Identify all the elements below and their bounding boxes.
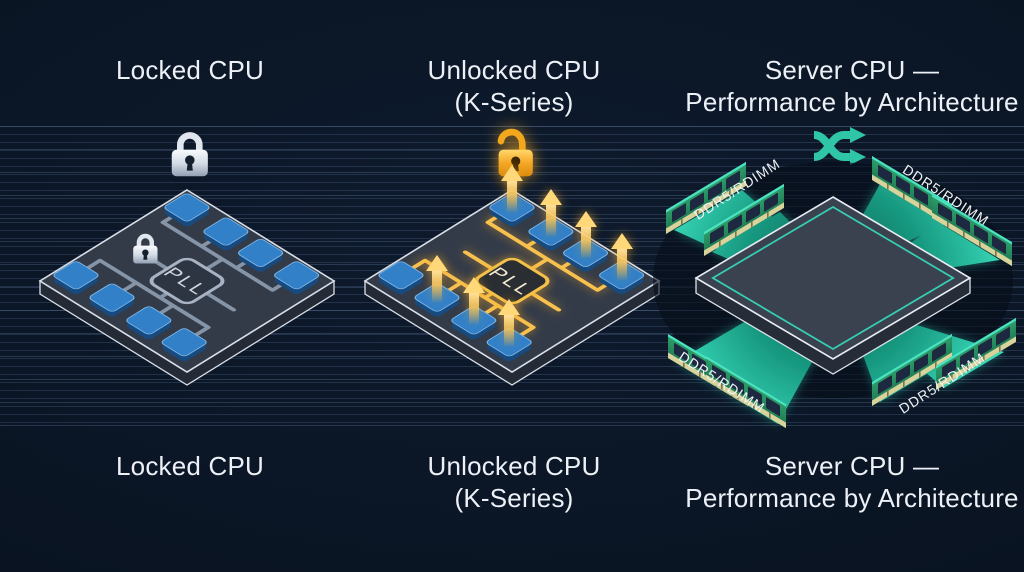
unlocked-cpu-chip: PLL — [363, 165, 661, 386]
unlocked-cpu-subtitle-top: (K-Series) — [454, 87, 574, 117]
boost-arrow — [498, 299, 520, 346]
cpu-core — [372, 259, 430, 297]
memory-flare — [712, 212, 852, 300]
boost-arrow — [463, 277, 485, 324]
cpu-core — [231, 237, 290, 274]
pll-label: PLL — [158, 265, 213, 299]
cpu-core — [83, 282, 141, 319]
locked-cpu-title-bottom: Locked CPU — [116, 451, 264, 481]
memory-flare — [822, 184, 946, 288]
server-cpu-title-top: Server CPU — — [764, 55, 940, 85]
glowing-circuit-traces — [410, 213, 613, 337]
memory-flare — [714, 286, 846, 424]
chip-top-face — [694, 196, 972, 360]
boost-arrow — [501, 165, 523, 212]
unlocked-cpu-title-top: Unlocked CPU — [427, 55, 601, 85]
cpu-core — [267, 259, 326, 297]
boost-arrow — [426, 255, 448, 302]
chip-slab — [364, 279, 660, 386]
cpu-core — [522, 216, 580, 253]
dimm-label-top-right: DDR5/RDIMM — [899, 161, 993, 229]
memory-flare — [676, 280, 840, 400]
chip-top-face — [363, 189, 661, 373]
shuffle-icon — [813, 127, 866, 165]
cpu-core — [483, 191, 541, 229]
dimm-label-bottom-left: DDR5/RDIMM — [675, 348, 769, 416]
boost-arrow — [611, 233, 633, 280]
pll-badge — [149, 257, 225, 305]
locked-cpu-title-top: Locked CPU — [116, 55, 264, 85]
cpu-core — [556, 237, 615, 274]
small-lock-icon — [133, 233, 158, 264]
locked-cpu-chip: PLL — [38, 189, 336, 386]
pll-label: PLL — [483, 265, 538, 299]
chip-slab — [695, 276, 971, 375]
circuit-traces — [85, 213, 288, 337]
memory-flare — [840, 222, 1000, 298]
unlock-icon — [497, 128, 533, 177]
unlocked-cpu-subtitle-bottom: (K-Series) — [454, 483, 574, 513]
boost-arrow — [540, 189, 562, 236]
cpu-core — [480, 326, 539, 364]
chip-teal-border — [711, 205, 955, 351]
cpu-core — [119, 304, 178, 342]
chip-top-face — [38, 189, 336, 373]
unlocked-cpu-title-bottom: Unlocked CPU — [427, 451, 601, 481]
server-cpu-subtitle-bottom: Performance by Architecture — [685, 483, 1019, 513]
cpu-core — [444, 304, 503, 342]
cpu-core — [408, 282, 466, 319]
memory-flare — [836, 300, 1004, 388]
lock-icon — [171, 132, 208, 177]
cpu-core — [592, 259, 651, 297]
server-cpu-subtitle-top: Performance by Architecture — [685, 87, 1019, 117]
cpu-core — [158, 191, 216, 229]
pll-badge — [474, 257, 550, 305]
background-scanlines — [0, 126, 1024, 428]
cpu-core — [47, 259, 105, 297]
boost-arrows — [426, 165, 633, 346]
server-cpu-title-bottom: Server CPU — — [764, 451, 940, 481]
boost-arrow — [575, 211, 597, 258]
dimm-label-bottom-right: DDR5/RDIMM — [895, 349, 989, 417]
cpu-core — [197, 216, 255, 253]
cpu-core — [155, 326, 214, 364]
chip-slab — [39, 279, 335, 386]
dimm-label-top-left: DDR5/RDIMM — [690, 155, 784, 223]
